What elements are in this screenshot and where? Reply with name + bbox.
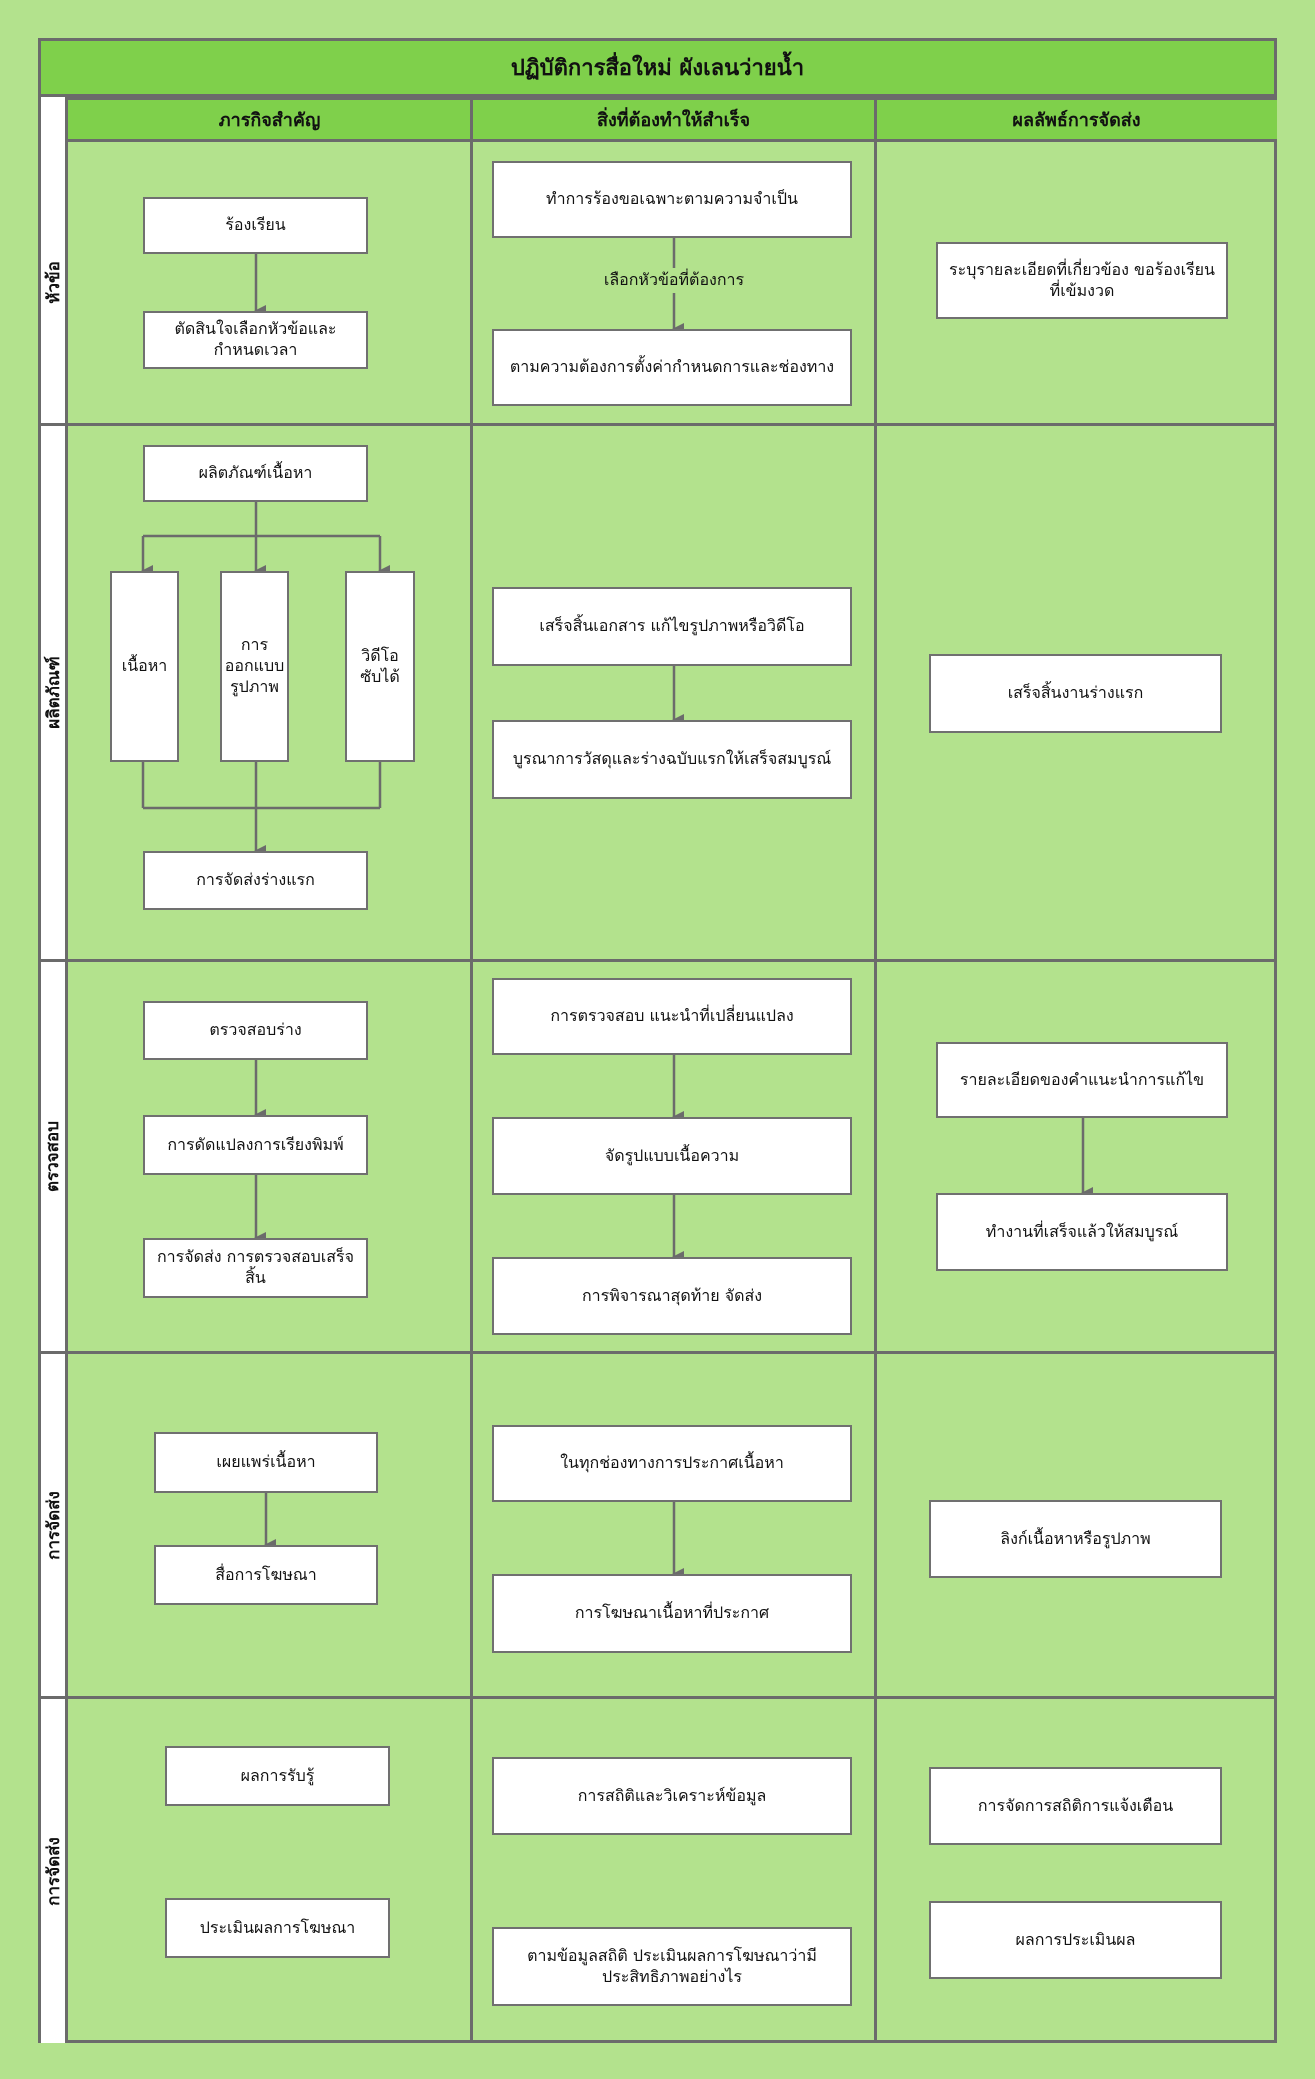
node-evaluation-result[interactable]: ผลการประเมินผล	[929, 1901, 1222, 1979]
node-review-draft[interactable]: ตรวจสอบร่าง	[143, 1001, 368, 1060]
diagram-title: ปฏิบัติการสื่อใหม่ ผังเลนว่ายน้ำ	[38, 38, 1277, 97]
node-content-product[interactable]: ผลิตภัณฑ์เนื้อหา	[143, 445, 368, 502]
node-review-complete[interactable]: การจัดส่ง การตรวจสอบเสร็จสิ้น	[143, 1238, 368, 1298]
column-header-to-achieve: สิ่งที่ต้องทำให้สำเร็จ	[471, 97, 876, 142]
node-statistics-analysis[interactable]: การสถิติและวิเคราะห์ข้อมูล	[492, 1757, 852, 1835]
column-divider	[470, 97, 473, 2043]
row-divider	[38, 423, 1277, 426]
node-final-review[interactable]: การพิจารณาสุดท้าย จัดส่ง	[492, 1257, 852, 1335]
node-ad-media[interactable]: สื่อการโฆษณา	[154, 1545, 378, 1605]
node-finish-documents[interactable]: เสร็จสิ้นเอกสาร แก้ไขรูปภาพหรือวิดีโอ	[492, 587, 852, 666]
column-header-delivery-results: ผลลัพธ์การจัดส่ง	[876, 97, 1277, 142]
row-divider	[38, 1351, 1277, 1354]
node-make-request[interactable]: ทำการร้องขอเฉพาะตามความจำเป็น	[492, 161, 852, 238]
row-divider	[38, 1696, 1277, 1699]
node-choose-topic[interactable]: ตัดสินใจเลือกหัวข้อและกำหนดเวลา	[143, 311, 368, 369]
node-first-draft-done[interactable]: เสร็จสิ้นงานร่างแรก	[929, 654, 1222, 733]
node-awareness-result[interactable]: ผลการรับรู้	[165, 1746, 390, 1806]
node-advertise-content[interactable]: การโฆษณาเนื้อหาที่ประกาศ	[492, 1574, 852, 1653]
node-typesetting[interactable]: การดัดแปลงการเรียงพิมพ์	[143, 1115, 368, 1175]
node-evaluate-effectiveness[interactable]: ตามข้อมูลสถิติ ประเมินผลการโฆษณาว่ามีประ…	[492, 1927, 852, 2006]
edge-label-select-topic: เลือกหัวข้อที่ต้องการ	[594, 268, 754, 293]
node-content[interactable]: เนื้อหา	[110, 571, 179, 762]
node-specify-details[interactable]: ระบุรายละเอียดที่เกี่ยวข้อง ขอร้องเรียนท…	[936, 242, 1228, 319]
node-image-design[interactable]: การออกแบบรูปภาพ	[220, 571, 289, 762]
node-video-subtitle[interactable]: วิดีโอ ซับได้	[345, 571, 415, 762]
node-all-channels[interactable]: ในทุกช่องทางการประกาศเนื้อหา	[492, 1425, 852, 1502]
node-evaluate-ads[interactable]: ประเมินผลการโฆษณา	[165, 1898, 390, 1958]
node-schedule-channel[interactable]: ตามความต้องการตั้งค่ากำหนดการและช่องทาง	[492, 329, 852, 406]
row-divider	[38, 959, 1277, 962]
node-integrate-materials[interactable]: บูรณาการวัสดุและร่างฉบับแรกให้เสร็จสมบูร…	[492, 720, 852, 799]
node-first-draft-delivery[interactable]: การจัดส่งร่างแรก	[143, 851, 368, 910]
node-complete-work[interactable]: ทำงานที่เสร็จแล้วให้สมบูรณ์	[936, 1193, 1228, 1271]
node-complaint[interactable]: ร้องเรียน	[143, 197, 368, 254]
row-label-column	[38, 97, 68, 2043]
node-format-text[interactable]: จัดรูปแบบเนื้อความ	[492, 1117, 852, 1195]
node-content-link[interactable]: ลิงก์เนื้อหาหรือรูปภาพ	[929, 1500, 1222, 1578]
column-divider	[874, 97, 877, 2043]
node-review-suggest[interactable]: การตรวจสอบ แนะนำที่เปลี่ยนแปลง	[492, 978, 852, 1055]
node-publish-content[interactable]: เผยแพร่เนื้อหา	[154, 1432, 378, 1493]
column-header-key-tasks: ภารกิจสำคัญ	[68, 97, 471, 142]
node-revision-details[interactable]: รายละเอียดของคำแนะนำการแก้ไข	[936, 1042, 1228, 1118]
node-notification-statistics[interactable]: การจัดการสถิติการแจ้งเตือน	[929, 1767, 1222, 1845]
